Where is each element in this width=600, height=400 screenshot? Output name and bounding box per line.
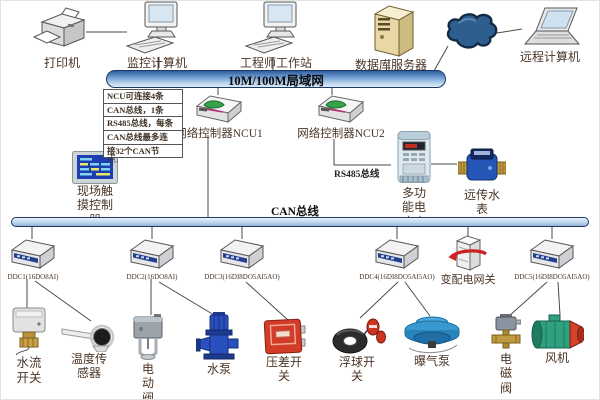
water-meter-label: 远传水表 [463, 188, 500, 217]
ncu-note-line: NCU可连接4条 [104, 90, 182, 104]
can-bus-label: CAN总线 [271, 206, 319, 218]
temperature-sensor-node: 温度传感器 [59, 316, 119, 381]
ncu2-node: 网络控制器NCU2 [289, 92, 393, 142]
ncu2-label: 网络控制器NCU2 [297, 128, 385, 140]
ddc-controller-icon [374, 239, 420, 269]
ddc5-label: DDC5(16DI8DO5AI5AO) [514, 273, 590, 281]
float-switch-node: 浮球开关 [325, 318, 389, 384]
laptop-icon [523, 7, 581, 45]
ddc-controller-icon [129, 239, 175, 269]
diff-pressure-switch-icon [263, 318, 306, 355]
lan-bus: 10M/100M局域网 [106, 70, 446, 88]
fan-node: 风机 [527, 314, 587, 365]
ncu1-label: 网络控制器NCU1 [175, 128, 263, 140]
monitor-computer-node: 监控计算机 [123, 1, 191, 70]
water-flow-switch-node: 水流开关 [6, 306, 52, 386]
ddc3-node: DDC3(16DI8DO5AI5AO) [199, 237, 285, 281]
engineer-workstation-node: 工程师工作站 [239, 1, 313, 70]
ncu-note-line: CAN总线最多连 [104, 131, 182, 145]
power-gateway-icon [448, 235, 488, 271]
rs485-bus-label: RS485总线 [334, 170, 380, 180]
power-gateway-node: 变配电网关 [435, 235, 501, 287]
ddc5-node: DDC5(16DI8DO5AI5AO) [509, 237, 595, 281]
ncu-note-box: NCU可连接4条 CAN总线，1条 RS485总线，每条 CAN总线最多连 接3… [103, 89, 183, 159]
can-bus [11, 217, 589, 227]
power-gateway-label: 变配电网关 [440, 274, 496, 286]
cloud-icon [446, 13, 498, 49]
water-pump-icon [196, 312, 239, 360]
printer-icon [32, 7, 86, 47]
ncu-note-line: CAN总线，1条 [104, 104, 182, 118]
electric-valve-node: 电动阀 [127, 314, 169, 400]
aeration-pump-node: 曝气泵 [399, 314, 465, 368]
ddc4-node: DDC4(16DI8DO5AI5AO) [354, 237, 440, 281]
float-switch-icon [332, 318, 386, 354]
ddc2-label: DDC2(16DO8AI) [126, 273, 178, 281]
ddc-controller-icon [219, 239, 265, 269]
ddc1-label: DDC1(16DO8AI) [7, 273, 59, 281]
diff-pressure-switch-node: 压差开关 [259, 318, 309, 384]
power-meter-icon [397, 131, 431, 183]
printer-node: 打印机 [29, 6, 95, 70]
water-meter-node: 远传水表 [453, 146, 511, 217]
remote-computer-label: 远程计算机 [519, 50, 580, 64]
network-controller-icon [195, 95, 243, 124]
diff-pressure-switch-label: 压差开关 [265, 355, 302, 384]
touch-controller-node: 现场触摸控制器 [69, 151, 121, 227]
water-flow-switch-label: 水流开关 [16, 356, 42, 385]
ncu-note-tail: 点. [107, 154, 119, 164]
ddc-controller-icon [10, 239, 56, 269]
water-meter-icon [458, 148, 506, 181]
solenoid-valve-label: 电磁阀 [499, 352, 512, 395]
fan-label: 风机 [544, 351, 569, 365]
ddc4-label: DDC4(16DI8DO5AI5AO) [359, 273, 435, 281]
temperature-sensor-label: 温度传感器 [70, 352, 107, 381]
aeration-pump-label: 曝气泵 [413, 354, 450, 368]
ncu-note-line: 接32个CAN节 [107, 145, 160, 156]
power-meter-node: 多功能电度表 [391, 130, 437, 229]
engineer-workstation-label: 工程师工作站 [239, 56, 312, 70]
fan-icon [531, 314, 584, 349]
ddc1-node: DDC1(16DO8AI) [1, 237, 65, 281]
desktop-computer-icon [125, 1, 178, 54]
ncu-note-line: RS485总线，每条 [104, 117, 182, 131]
remote-computer-node: 远程计算机 [513, 6, 587, 64]
touch-screen-icon [72, 151, 118, 184]
electric-valve-label: 电动阀 [141, 362, 154, 400]
temperature-sensor-icon [61, 324, 115, 352]
ddc-controller-icon [529, 239, 575, 269]
ddc2-node: DDC2(16DO8AI) [120, 237, 184, 281]
float-switch-label: 浮球开关 [338, 355, 375, 384]
network-controller-icon [317, 95, 365, 124]
database-server-node: 数据库服务器 [353, 4, 429, 72]
water-pump-node: 水泵 [193, 312, 245, 376]
solenoid-valve-node: 电磁阀 [489, 314, 523, 395]
server-tower-icon [373, 5, 415, 57]
water-flow-switch-icon [12, 307, 46, 356]
solenoid-valve-icon [491, 314, 521, 349]
water-pump-label: 水泵 [206, 362, 231, 376]
monitor-computer-label: 监控计算机 [126, 56, 187, 70]
ncu1-node: 网络控制器NCU1 [167, 92, 271, 142]
electric-valve-icon [133, 314, 163, 360]
printer-label: 打印机 [43, 56, 80, 70]
database-server-label: 数据库服务器 [354, 58, 427, 72]
lan-bus-label: 10M/100M局域网 [228, 73, 324, 88]
network-cloud-node [442, 12, 500, 50]
ddc3-label: DDC3(16DI8DO5AI5AO) [204, 273, 280, 281]
aeration-pump-icon [404, 316, 460, 353]
desktop-computer-icon [244, 1, 297, 54]
